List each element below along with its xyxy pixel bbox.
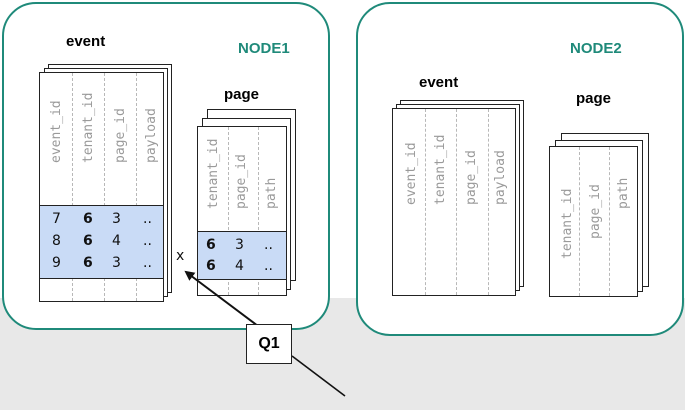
column-separator: [258, 127, 259, 295]
highlighted-rows: [198, 231, 286, 280]
table-cell: 3: [235, 237, 244, 253]
table-cell: ..: [143, 233, 152, 249]
node1-event-table: event_id tenant_id page_id payload 7 6 3…: [39, 72, 164, 302]
table-cell: 3: [112, 211, 121, 227]
column-separator: [72, 73, 73, 301]
query-label-box: Q1: [246, 324, 292, 364]
q1-leader-line: [291, 355, 346, 397]
table-cell: 6: [83, 233, 93, 249]
node1-title: NODE1: [238, 40, 290, 57]
node2-event-table: event_id tenant_id page_id payload: [392, 108, 516, 296]
table-cell: 4: [112, 233, 121, 249]
column-separator: [425, 109, 426, 295]
table-cell: 3: [112, 255, 121, 271]
node2-title: NODE2: [570, 40, 622, 57]
query-label: Q1: [258, 335, 280, 352]
table-cell: 6: [83, 255, 93, 271]
table-cell: ..: [143, 211, 152, 227]
table-cell: 8: [52, 233, 61, 249]
q1-arrow: [184, 270, 259, 327]
column-separator: [228, 127, 229, 295]
node2-event-title: event: [419, 74, 459, 91]
table-cell: 6: [206, 258, 216, 274]
column-separator: [488, 109, 489, 295]
table-cell: ..: [264, 237, 273, 253]
node1-page-title: page: [224, 86, 260, 103]
column-separator: [136, 73, 137, 301]
table-cell: 6: [206, 237, 216, 253]
node1-page-table: tenant_id page_id path 6 3 .. 6 4 ..: [197, 126, 287, 296]
table-cell: ..: [264, 258, 273, 274]
column-separator: [609, 147, 610, 296]
table-cell: 9: [52, 255, 61, 271]
table-cell: 6: [83, 211, 93, 227]
table-cell: 4: [235, 258, 244, 274]
node2-page-table: tenant_id page_id path: [549, 146, 638, 297]
table-cell: ..: [143, 255, 152, 271]
table-cell: 7: [52, 211, 61, 227]
join-marker: x: [176, 248, 185, 264]
column-separator: [579, 147, 580, 296]
node1-event-title: event: [66, 33, 106, 50]
highlighted-rows: [40, 205, 163, 279]
column-separator: [104, 73, 105, 301]
node2-page-title: page: [576, 90, 612, 107]
column-separator: [456, 109, 457, 295]
